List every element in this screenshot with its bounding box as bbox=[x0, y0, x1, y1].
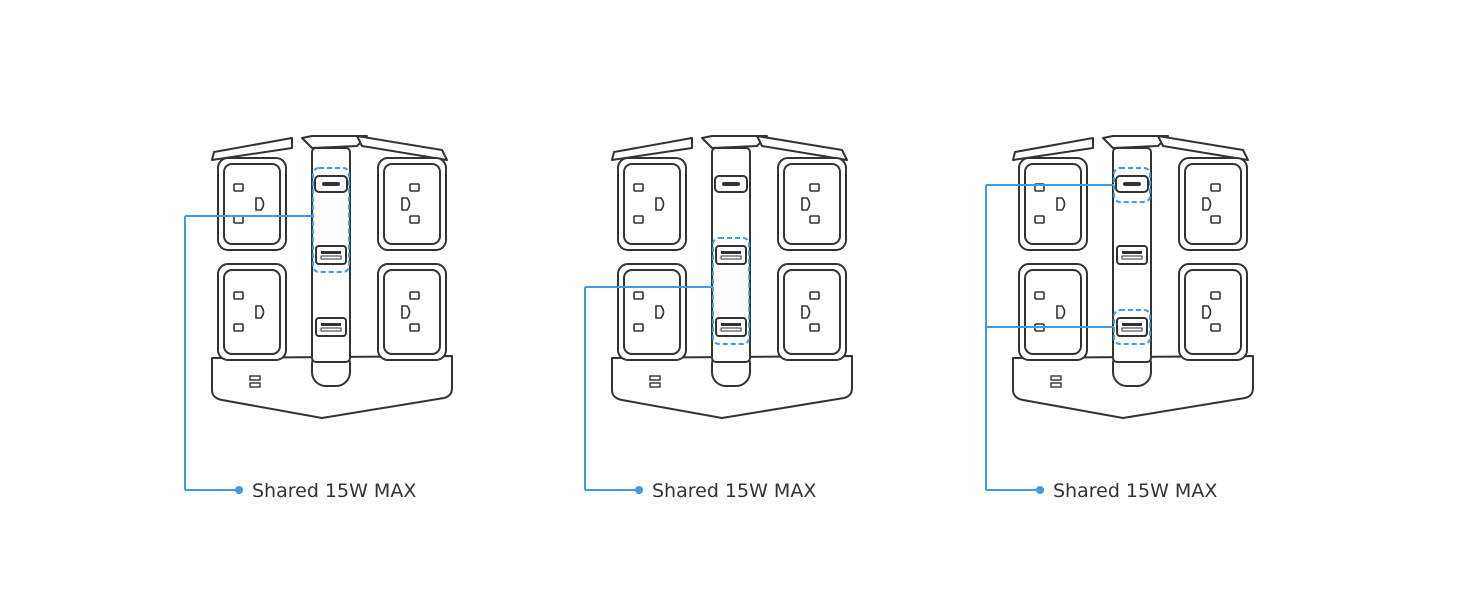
callout-leader bbox=[985, 184, 1114, 494]
power-tower-1: Shared 15W MAX bbox=[184, 135, 453, 502]
outlet-icon bbox=[377, 263, 447, 361]
leader-dot bbox=[1036, 486, 1044, 494]
shared-power-caption: Shared 15W MAX bbox=[652, 480, 816, 502]
outlet-icon bbox=[777, 263, 847, 361]
outlet-icon bbox=[217, 263, 287, 361]
usb-a-port-icon bbox=[1116, 245, 1148, 265]
callout-leader bbox=[184, 215, 313, 494]
highlight-box bbox=[712, 237, 750, 345]
outlet-icon bbox=[1018, 263, 1088, 361]
outlet-icon bbox=[777, 157, 847, 251]
power-tower-2: Shared 15W MAX bbox=[584, 135, 853, 502]
power-tower-3: Shared 15W MAX bbox=[985, 135, 1254, 502]
shared-ports-highlight bbox=[712, 237, 750, 345]
callout-leader bbox=[584, 286, 713, 494]
outlet-icon bbox=[1018, 157, 1088, 251]
usb-c-port-icon bbox=[314, 175, 348, 193]
shared-power-caption: Shared 15W MAX bbox=[252, 480, 416, 502]
outlet-icon bbox=[217, 157, 287, 251]
shared-ports-highlight bbox=[312, 167, 350, 273]
shared-power-caption: Shared 15W MAX bbox=[1053, 480, 1217, 502]
usb-a-port-icon bbox=[315, 245, 347, 265]
usb-a-port-icon bbox=[1116, 317, 1148, 337]
outlet-icon bbox=[617, 157, 687, 251]
outlet-icon bbox=[1178, 157, 1248, 251]
highlight-box bbox=[312, 167, 350, 273]
outlet-icon bbox=[377, 157, 447, 251]
usb-a-port-icon bbox=[715, 317, 747, 337]
base-indicator-icon bbox=[649, 375, 661, 388]
outlet-icon bbox=[617, 263, 687, 361]
usb-a-port-icon bbox=[315, 317, 347, 337]
base-indicator-icon bbox=[1050, 375, 1062, 388]
usb-c-port-icon bbox=[1115, 175, 1149, 193]
usb-a-port-icon bbox=[715, 245, 747, 265]
leader-dot bbox=[635, 486, 643, 494]
usb-c-port-icon bbox=[714, 175, 748, 193]
outlet-icon bbox=[1178, 263, 1248, 361]
base-indicator-icon bbox=[249, 375, 261, 388]
leader-dot bbox=[235, 486, 243, 494]
